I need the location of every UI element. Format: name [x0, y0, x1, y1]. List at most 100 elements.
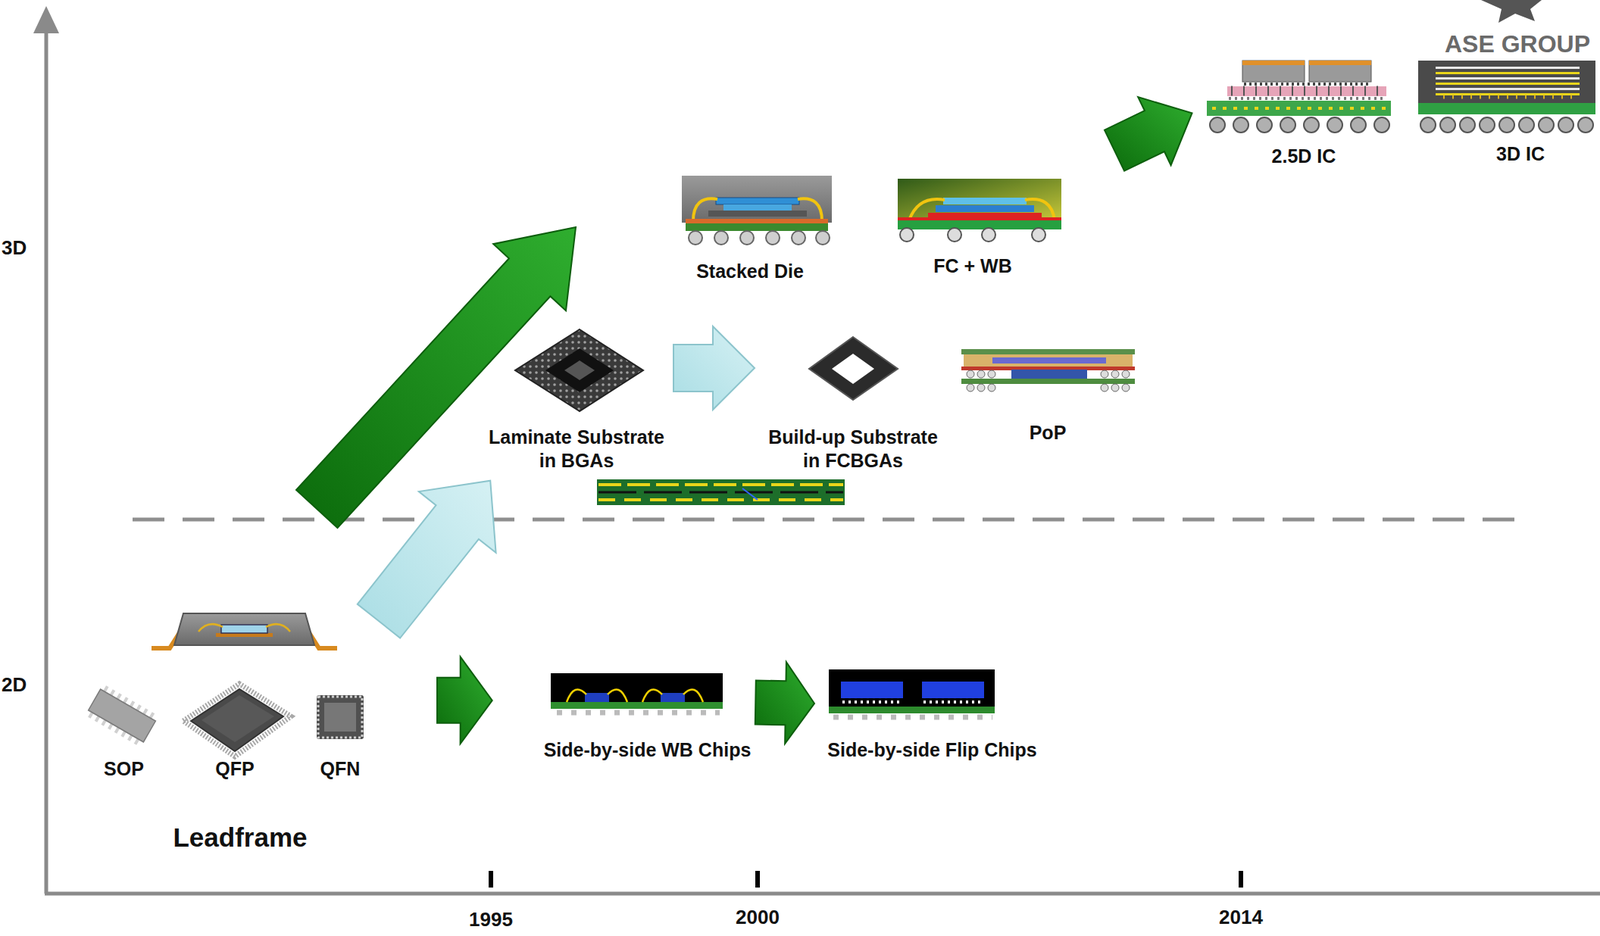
ic-2-5d-picture-part: [1280, 117, 1296, 133]
stacked-die-picture-part: [815, 231, 830, 245]
package-label: PoP: [1029, 421, 1067, 445]
pop-picture-part: [1121, 370, 1130, 379]
ic-2-5d-picture-part: [1231, 86, 1383, 97]
wb-chips-picture-part: [683, 689, 704, 703]
progression-arrow: [755, 662, 815, 744]
axes-part: [488, 871, 494, 888]
substrate-section-part: [596, 479, 845, 506]
leadframe-section: [151, 613, 338, 649]
package-label: Build-up Substrate in FCBGAs: [759, 425, 947, 474]
package-item: QFP: [178, 681, 291, 786]
pop-picture: [961, 349, 1135, 392]
pop-picture-part: [1121, 384, 1130, 392]
fc-wb-picture-part: [897, 178, 1062, 222]
leadframe-section-part: [265, 624, 291, 632]
ic-2-5d-picture-part: [1350, 117, 1366, 133]
flip-chips-picture-part: [842, 700, 904, 704]
pop-picture-part: [966, 384, 975, 392]
fc-wb-picture-part: [928, 212, 1042, 218]
ic-3d-picture-part: [1435, 82, 1580, 85]
sop-picture-part: [88, 689, 157, 743]
leadframe-section-part: [221, 625, 268, 634]
qfp-picture-part: [190, 689, 284, 752]
leadframe-section-part: [198, 624, 223, 632]
fc-wb-picture-part: [897, 217, 1062, 221]
pop-picture-part: [1111, 370, 1119, 379]
ic-3d-picture-part: [1435, 87, 1580, 91]
axes-part: [44, 892, 1600, 897]
bga-picture-part: [564, 360, 595, 381]
ic-3d-picture-part: [1459, 117, 1475, 133]
pop-picture-part: [1100, 384, 1109, 392]
ic-2-5d-picture-part: [1209, 117, 1225, 133]
flip-chips-picture-part: [828, 669, 995, 708]
ic-2-5d-picture-part: [1227, 86, 1387, 97]
substrate-section-part: [742, 488, 758, 500]
ic-2-5d-picture-part: [1327, 117, 1343, 133]
stacked-die-picture-part: [685, 218, 829, 224]
axis-label: 3D: [1, 235, 27, 261]
wb-chips-picture-part: [550, 702, 723, 710]
progression-arrow: [437, 656, 493, 744]
ic-2-5d-picture-part: [1374, 117, 1390, 133]
stacked-die-picture-part: [765, 231, 780, 245]
ic-3d-picture-part: [1435, 66, 1580, 69]
package-item: 2.5D IC: [1202, 55, 1397, 173]
package-label: 2.5D IC: [1271, 144, 1337, 169]
pop-picture-part: [987, 370, 996, 379]
ic-2-5d-picture-part: [1243, 82, 1370, 86]
fc-wb-picture-part: [900, 228, 914, 242]
wb-chips-picture-part: [556, 710, 720, 716]
bga-picture-part: [545, 348, 614, 393]
package-item: FC + WB: [891, 173, 1067, 283]
pop-picture-part: [961, 378, 1135, 385]
leadframe-section-part: [174, 613, 315, 646]
flip-chips-picture-part: [921, 681, 985, 699]
substrate-section-part: [598, 483, 844, 487]
flip-chips-picture-part: [833, 715, 993, 721]
package-label: 3D IC: [1496, 142, 1545, 166]
ic-2-5d-picture-part: [1309, 60, 1372, 66]
qfp-picture: [183, 684, 291, 757]
progression-arrow: [296, 227, 576, 529]
axis-label: 2D: [1, 672, 27, 698]
ic-2-5d-picture-part: [1303, 117, 1319, 133]
qfp-picture-part: [183, 684, 291, 757]
package-label: Side-by-side WB Chips: [543, 738, 752, 763]
flip-chips-picture-part: [923, 700, 985, 704]
package-item: SOP: [79, 681, 169, 786]
ic-3d-picture-part: [1578, 117, 1594, 133]
fc-wb-picture-part: [981, 228, 996, 242]
wb-chips-picture-part: [566, 689, 587, 703]
package-label: Laminate Substrate in BGAs: [483, 425, 670, 474]
ic-2-5d-picture-part: [1233, 117, 1249, 133]
ic-2-5d-picture-part: [1228, 96, 1385, 100]
qfn-picture: [316, 695, 364, 740]
logo-mark-part: [1481, 0, 1542, 23]
package-item: Side-by-side WB Chips: [540, 666, 755, 767]
package-item: Laminate Substrate in BGAs: [479, 324, 674, 478]
axes-part: [755, 871, 760, 888]
fc-wb-picture-part: [935, 205, 1035, 213]
ic-2-5d-picture-part: [1309, 60, 1372, 82]
flip-chips-picture-part: [828, 706, 995, 714]
wb-chips-picture-part: [584, 693, 610, 703]
package-label: FC + WB: [933, 254, 1012, 279]
fc-wb-picture-part: [1025, 199, 1055, 221]
axes: [33, 6, 1600, 894]
ic-3d-picture-part: [1479, 117, 1495, 133]
year-label: 1995: [468, 907, 513, 933]
stacked-die-picture-part: [791, 231, 806, 245]
axes-part: [44, 30, 49, 894]
progression-arrow: [357, 481, 497, 639]
stacked-die-picture-part: [688, 231, 703, 245]
ic-3d-picture-part: [1518, 117, 1535, 133]
progression-arrow: [673, 326, 755, 410]
package-item: QFN: [306, 681, 375, 786]
ic-3d-picture: [1418, 60, 1596, 133]
stacked-die-picture-part: [715, 197, 800, 205]
sop-picture: [85, 684, 160, 748]
fcbga-picture-part: [809, 337, 898, 400]
package-label: Stacked Die: [696, 259, 804, 284]
